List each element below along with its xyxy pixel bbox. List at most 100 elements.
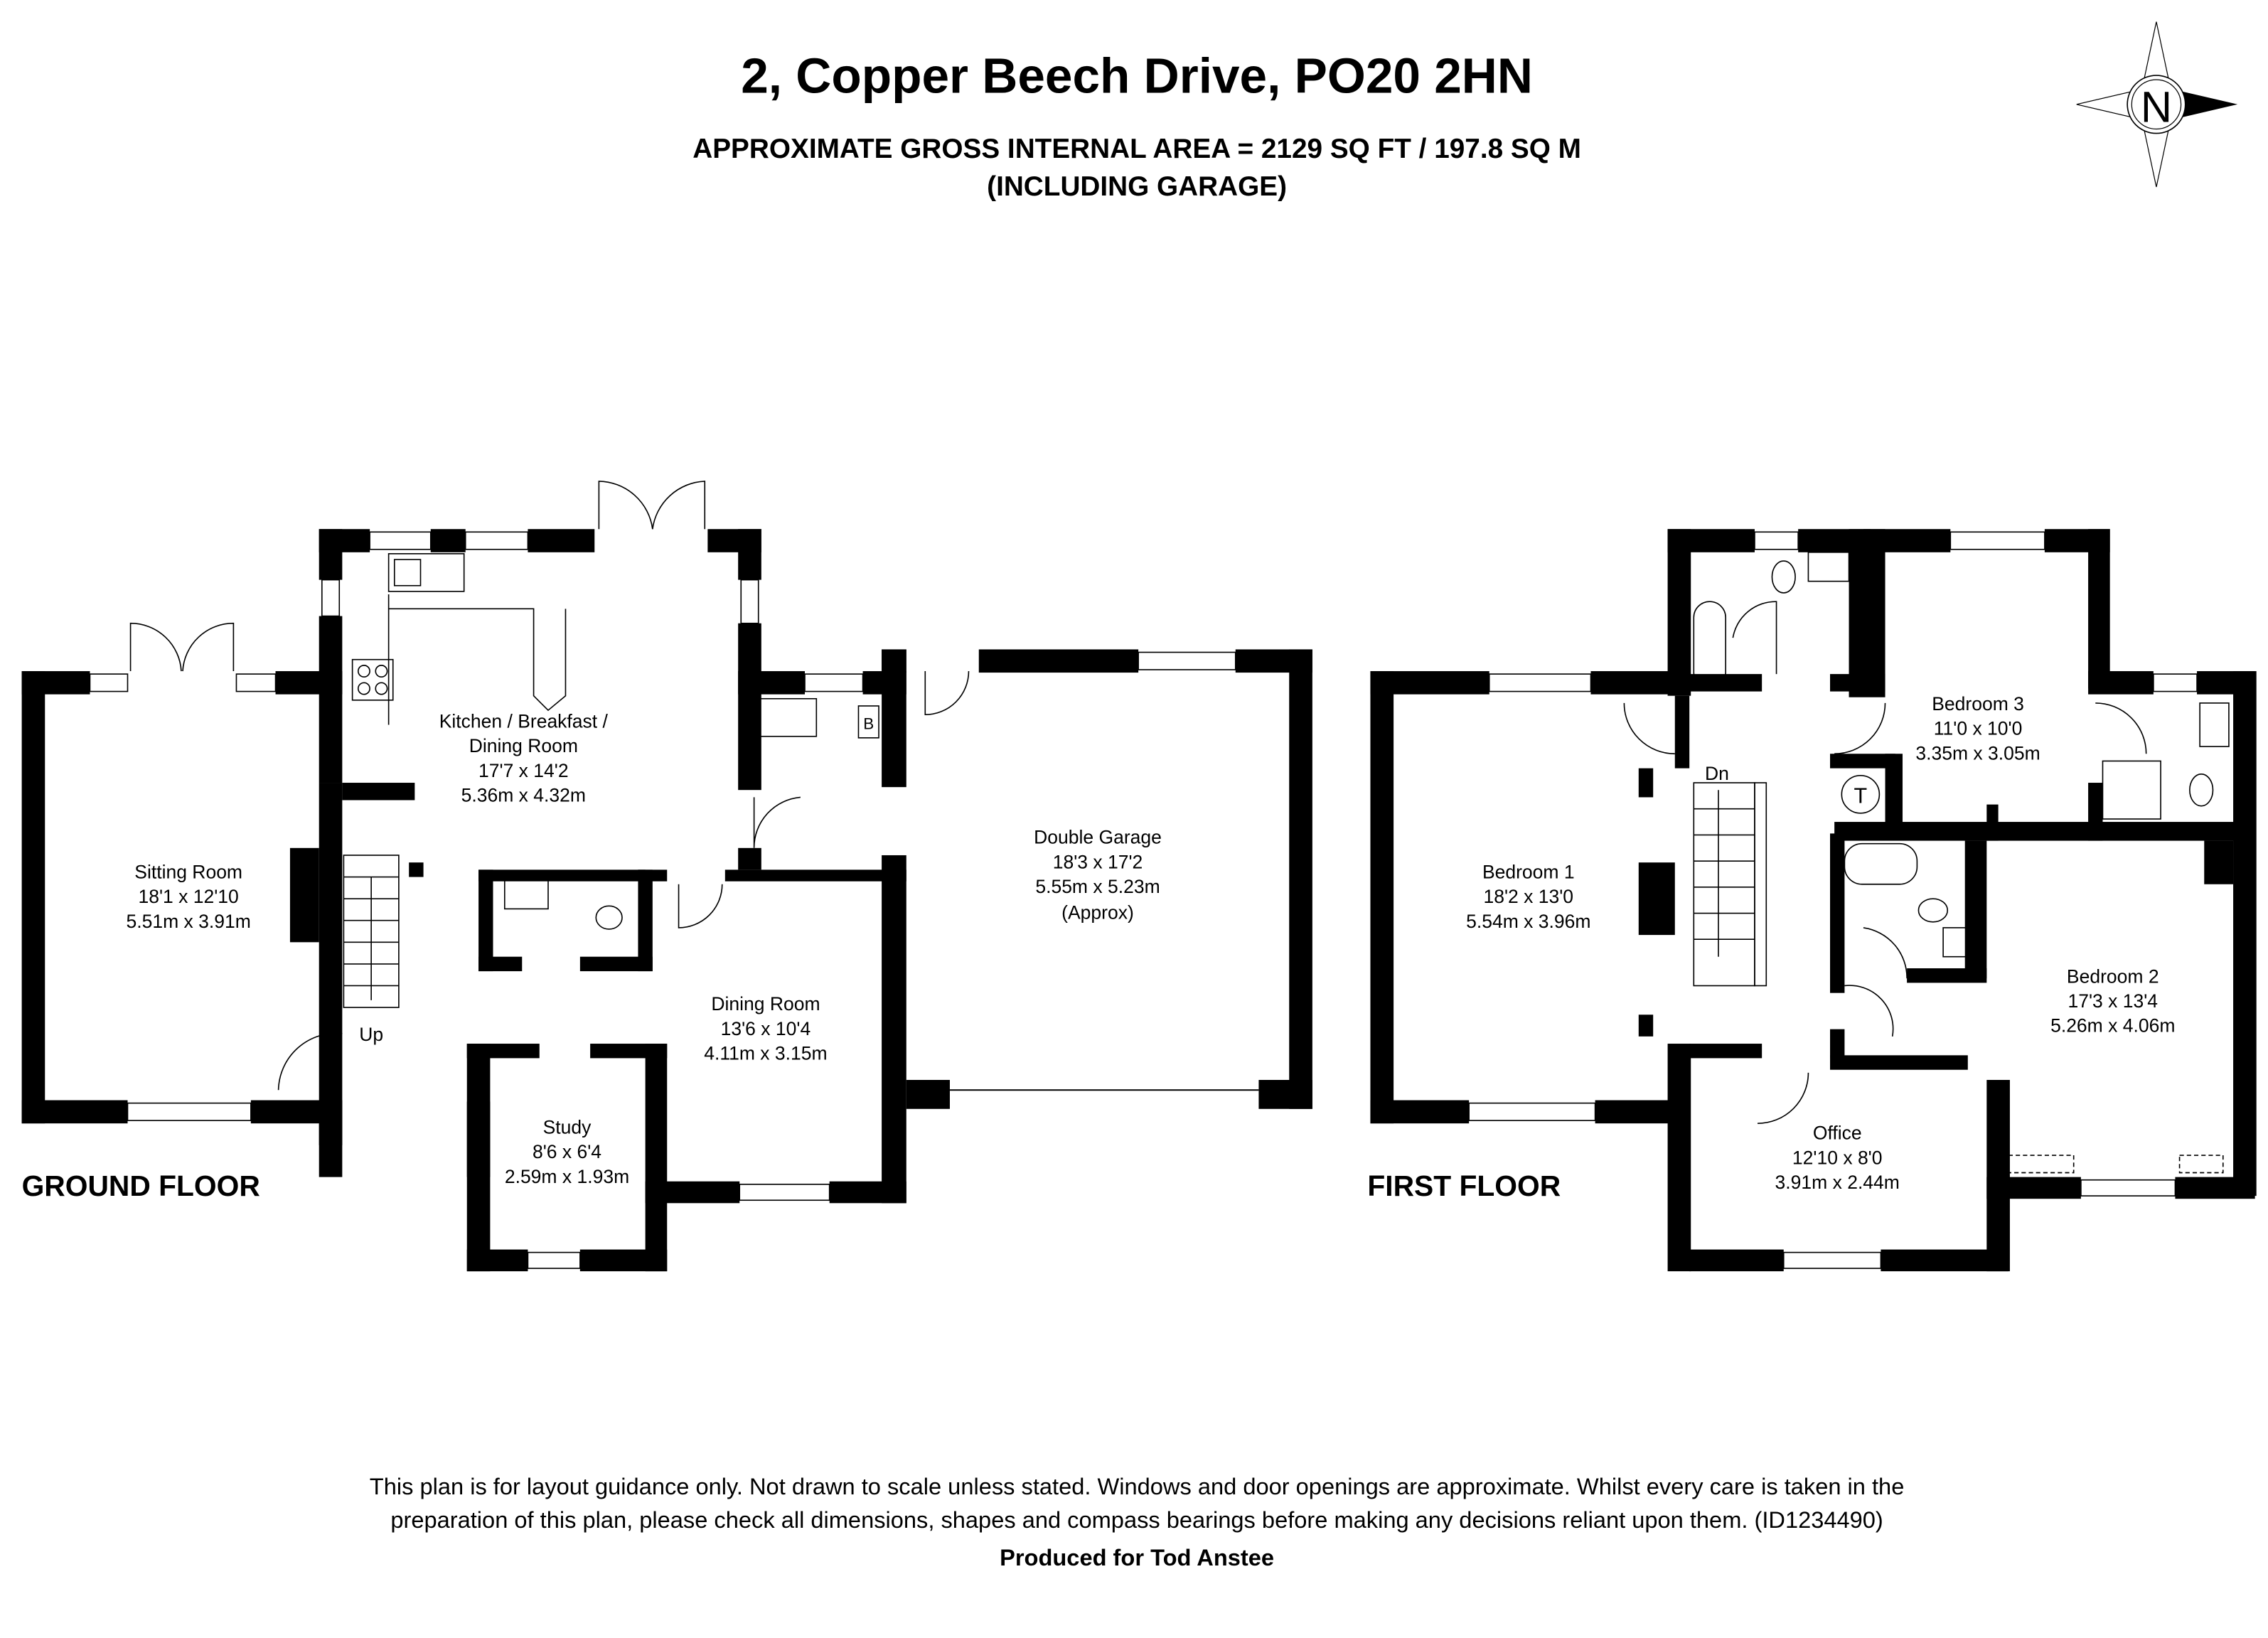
room-size-imperial: 18'1 x 12'10 — [139, 886, 239, 907]
area-note: (INCLUDING GARAGE) — [987, 171, 1287, 202]
wall-segment — [724, 869, 906, 882]
wall-segment — [1830, 674, 1885, 692]
room-size-metric: 5.26m x 4.06m — [2050, 1015, 2175, 1037]
wall-segment — [466, 1101, 491, 1177]
room-size-metric: 5.54m x 3.96m — [1466, 911, 1590, 932]
wall-segment — [1986, 1177, 2081, 1199]
window — [369, 531, 432, 550]
wall-segment — [738, 847, 761, 870]
wall-segment — [2088, 671, 2154, 695]
room-size-metric: 5.36m x 4.32m — [461, 785, 586, 806]
window — [1754, 531, 1799, 550]
windows — [89, 531, 2198, 1269]
window — [1138, 651, 1236, 670]
wall-segment — [1667, 529, 1755, 552]
boiler-box — [857, 705, 879, 739]
wall-segment — [319, 783, 343, 1145]
wall-segment — [2233, 671, 2257, 1197]
wall-segment — [1964, 840, 1987, 979]
wall-segment — [645, 1044, 668, 1272]
room-size-metric: 5.55m x 5.23m — [1035, 876, 1160, 897]
wall-segment — [579, 956, 653, 972]
window — [2080, 1179, 2176, 1197]
wall-segment — [319, 529, 370, 552]
first-floor-label: FIRST FLOOR — [1367, 1169, 1561, 1202]
wall-segment — [1667, 529, 1691, 696]
room-office: Office 12'10 x 8'0 3.91m x 2.44m — [1775, 1123, 1900, 1193]
room-name: Bedroom 1 — [1482, 862, 1575, 883]
wall-segment — [906, 1080, 950, 1109]
room-double-garage: Double Garage 18'3 x 17'2 5.55m x 5.23m … — [1034, 827, 1162, 924]
wall-segment — [1986, 1080, 2010, 1272]
window — [527, 1251, 581, 1269]
window — [2153, 673, 2198, 692]
produced-for: Produced for Tod Anstee — [1000, 1544, 1274, 1570]
wall-segment — [478, 869, 493, 972]
wall-segment — [430, 529, 466, 552]
utility-sink-icon — [749, 697, 818, 737]
window — [1949, 531, 2045, 550]
wall-segment — [21, 1100, 128, 1124]
window — [1782, 1251, 1882, 1269]
window — [1468, 1102, 1596, 1121]
wall-segment — [1674, 695, 1690, 769]
wall-segment — [1289, 649, 1312, 1109]
gross-area: APPROXIMATE GROSS INTERNAL AREA = 2129 S… — [692, 134, 1581, 164]
wall-segment — [1638, 1015, 1654, 1037]
compass-north-icon: N — [2076, 21, 2238, 188]
room-size-imperial: 11'0 x 10'0 — [1934, 718, 2023, 739]
room-size-imperial: 17'3 x 13'4 — [2068, 990, 2158, 1012]
room-name: Study — [543, 1116, 592, 1138]
bedroom2-velux — [2000, 1155, 2224, 1174]
wall-segment — [1370, 671, 1489, 695]
wall-segment — [1689, 1044, 1762, 1059]
window — [321, 579, 341, 617]
wall-segment — [478, 869, 646, 882]
wall-segment — [1258, 1080, 1312, 1109]
first-floor-stairs — [1693, 782, 1767, 987]
room-size-metric: 3.35m x 3.05m — [1915, 742, 2040, 764]
room-name: Office — [1813, 1123, 1862, 1144]
room-dining-room: Dining Room 13'6 x 10'4 4.11m x 3.15m — [704, 993, 827, 1064]
wall-segment — [882, 649, 906, 673]
wall-segment — [466, 1249, 528, 1272]
wall-segment — [590, 1044, 668, 1059]
plan-title: 2, Copper Beech Drive, PO20 2HN — [741, 48, 1533, 104]
boiler-label: B — [863, 715, 874, 733]
wall-segment — [1863, 529, 1951, 552]
wall-segment — [528, 529, 595, 552]
window — [235, 673, 277, 692]
room-size-metric: 4.11m x 3.15m — [704, 1042, 827, 1064]
room-bedroom-1: Bedroom 1 18'2 x 13'0 5.54m x 3.96m — [1466, 862, 1590, 932]
window — [740, 579, 759, 624]
window — [127, 1102, 252, 1121]
room-size-metric: 2.59m x 1.93m — [505, 1166, 629, 1187]
wall-segment — [1830, 833, 1845, 993]
ground-floor-label: GROUND FLOOR — [22, 1169, 260, 1202]
wall-segment — [1881, 1249, 2008, 1272]
room-name: Kitchen / Breakfast / — [439, 711, 609, 732]
wall-segment — [409, 862, 424, 877]
room-name: Dining Room — [469, 735, 578, 756]
wall-segment — [738, 529, 761, 580]
window — [464, 531, 529, 550]
tank-label: T — [1854, 784, 1868, 808]
wall-segment — [319, 616, 343, 783]
room-size-metric: 3.91m x 2.44m — [1775, 1172, 1900, 1193]
room-kitchen: Kitchen / Breakfast / Dining Room 17'7 x… — [439, 711, 609, 806]
room-study: Study 8'6 x 6'4 2.59m x 1.93m — [505, 1116, 629, 1187]
window — [89, 673, 129, 692]
wall-segment — [289, 847, 319, 943]
wall-segment — [478, 956, 523, 972]
wall-segment — [1638, 768, 1654, 798]
room-sitting-room: Sitting Room 18'1 x 12'10 5.51m x 3.91m — [126, 862, 250, 932]
wall-segment — [1667, 1044, 1691, 1272]
room-name: Bedroom 2 — [2067, 965, 2159, 987]
room-bedroom-2: Bedroom 2 17'3 x 13'4 5.26m x 4.06m — [2050, 965, 2175, 1036]
wall-segment — [738, 671, 806, 695]
room-size-imperial: 12'10 x 8'0 — [1792, 1147, 1883, 1168]
room-bedroom-3: Bedroom 3 11'0 x 10'0 3.35m x 3.05m — [1915, 693, 2040, 764]
kitchen-worktop — [387, 594, 567, 725]
disclaimer-line-2: preparation of this plan, please check a… — [390, 1506, 1883, 1533]
wall-segment — [1830, 1055, 1968, 1070]
